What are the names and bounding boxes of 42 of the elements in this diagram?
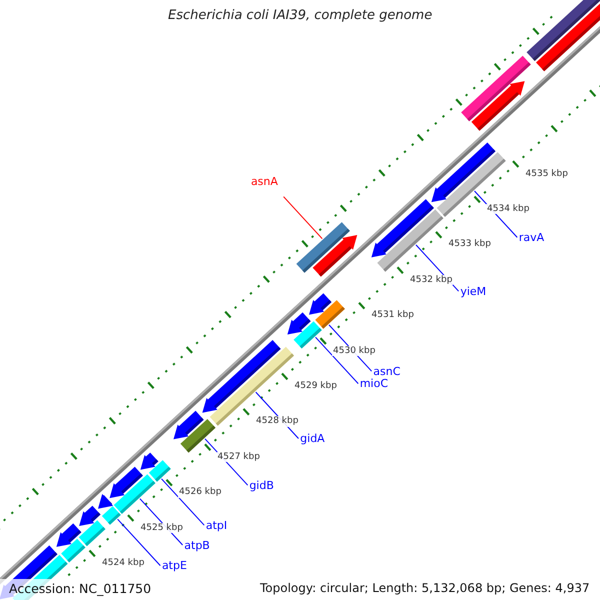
gene-label: gidA bbox=[300, 433, 325, 446]
scale-label: 4532 kbp bbox=[409, 274, 454, 286]
leader-line bbox=[117, 518, 161, 566]
scale-label: 4535 kbp bbox=[524, 168, 569, 179]
scale-label: 4527 kbp bbox=[216, 452, 261, 462]
scale-label: 4526 kbp bbox=[178, 487, 222, 498]
leader-line bbox=[283, 196, 323, 240]
scale-label: 4531 kbp bbox=[370, 310, 415, 321]
gene-label: atpI bbox=[206, 520, 228, 533]
scale-label: 4524 kbp bbox=[101, 558, 146, 568]
gene-bar bbox=[102, 506, 121, 525]
gene-label: yieM bbox=[460, 286, 486, 299]
leader-line bbox=[161, 478, 205, 526]
gene-feature bbox=[79, 506, 100, 526]
gene-feature bbox=[140, 452, 158, 470]
gene-feature bbox=[174, 410, 204, 440]
gene-feature bbox=[287, 312, 311, 334]
gene-feature bbox=[371, 199, 434, 258]
gene-feature bbox=[110, 466, 143, 498]
gene-feature bbox=[471, 81, 525, 131]
scale-label: 4533 kbp bbox=[448, 239, 492, 250]
scale-label: 4528 kbp bbox=[255, 416, 300, 427]
gene-feature bbox=[202, 340, 281, 413]
title: Escherichia coli IAI39, complete genome bbox=[168, 9, 432, 24]
gene-label: gidB bbox=[249, 480, 274, 493]
scale-label: 4534 kbp bbox=[486, 204, 530, 214]
gene-label: atpB bbox=[184, 540, 210, 552]
gene-feature bbox=[309, 293, 332, 315]
scale-label: 4530 kbp bbox=[332, 346, 376, 356]
gene-feature bbox=[98, 494, 114, 509]
gene-label: asnA bbox=[250, 176, 278, 189]
gene-label: atpE bbox=[162, 560, 187, 573]
scale-label: 4529 kbp bbox=[294, 380, 338, 392]
gene-feature bbox=[431, 142, 496, 202]
scale-label: 4525 kbp bbox=[140, 522, 184, 533]
gene-feature bbox=[312, 235, 358, 277]
gene-label: asnC bbox=[373, 366, 400, 379]
gene-label: ravA bbox=[518, 232, 544, 245]
gene-bar bbox=[526, 0, 600, 61]
leader-line bbox=[315, 336, 359, 384]
gene-label: mioC bbox=[360, 378, 388, 391]
gene-feature bbox=[56, 523, 82, 547]
